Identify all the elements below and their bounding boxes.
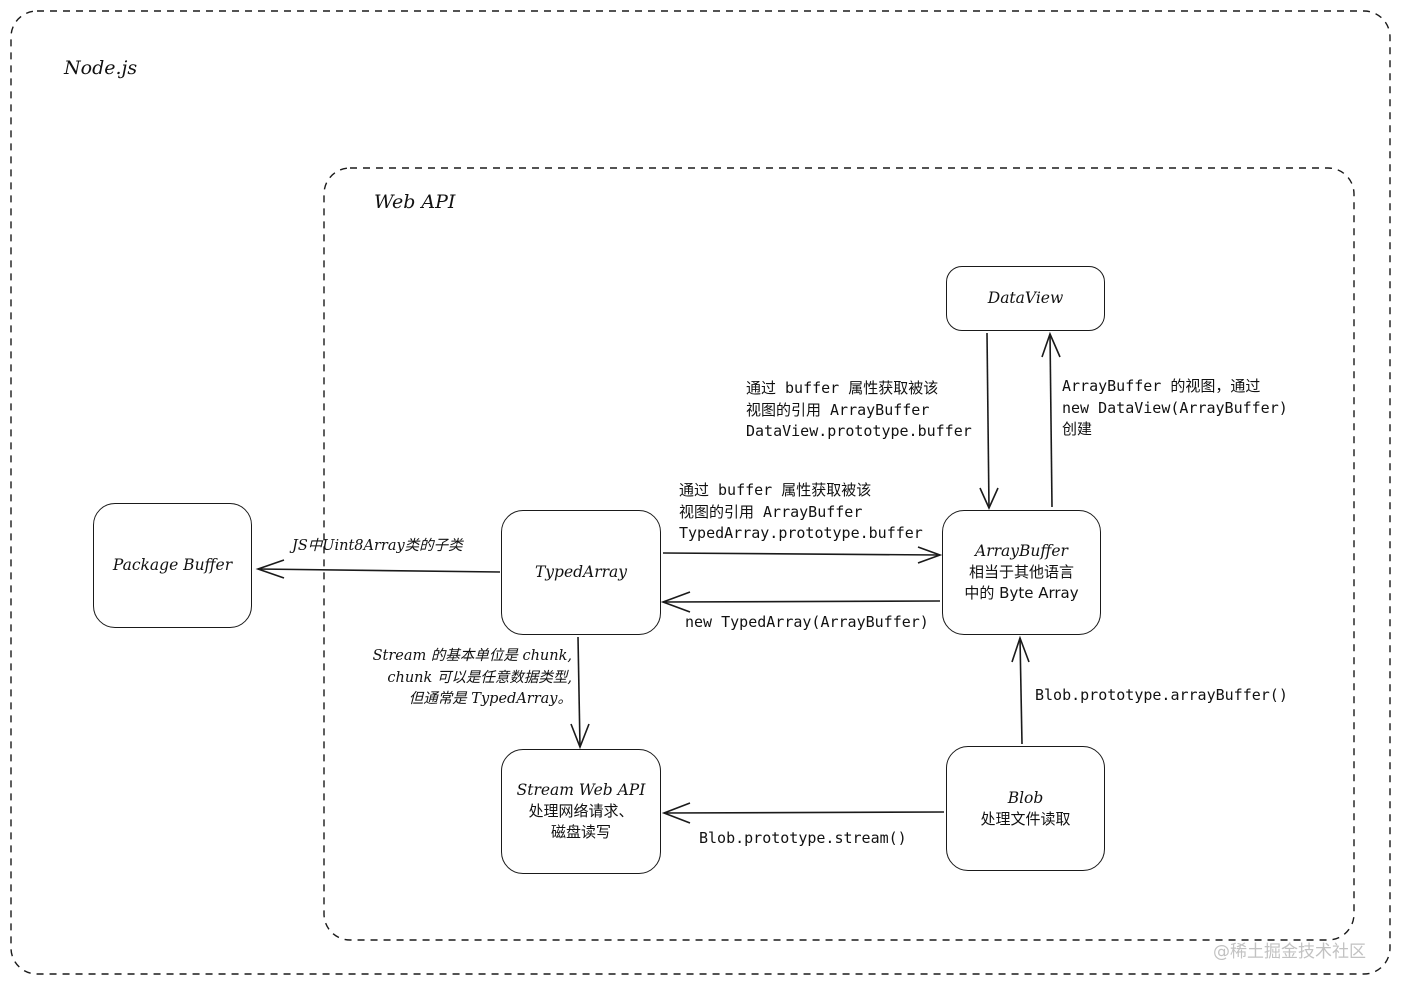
edge-label-uint8-subclass-line-1: JS中Uint8Array类的子类 — [292, 538, 463, 554]
dataview-node: DataView — [946, 266, 1105, 331]
stream-web-api-desc-line-2: 磁盘读写 — [550, 823, 611, 841]
edge-label-dataview-buffer-line-1: 通过 buffer 属性获取被该 — [746, 379, 939, 397]
edge-label-typedarray-buffer-line-1: 通过 buffer 属性获取被该 — [679, 481, 872, 499]
edge-label-stream-chunk-line-3: 但通常是 TypedArray。 — [408, 691, 572, 707]
edge-label-dataview-buffer-line-3: DataView.prototype.buffer — [746, 422, 972, 440]
edge-label-new-dataview-line-2: new DataView(ArrayBuffer) — [1062, 398, 1288, 417]
edge-label-new-dataview-line-1: ArrayBuffer 的视图，通过 — [1062, 377, 1261, 395]
edge-label-new-typedarray: new TypedArray(ArrayBuffer) — [685, 612, 929, 634]
dataview-label: DataView — [987, 289, 1064, 307]
edge-label-uint8-subclass: JS中Uint8Array类的子类 — [292, 536, 463, 558]
edge-label-new-dataview-line-3: 创建 — [1062, 420, 1093, 438]
edge-label-blob-arraybuffer: Blob.prototype.arrayBuffer() — [1035, 685, 1288, 707]
stream-web-api-label: Stream Web API — [516, 781, 646, 799]
package-buffer-label: Package Buffer — [112, 556, 233, 574]
edge-label-typedarray-buffer-line-3: TypedArray.prototype.buffer — [679, 524, 923, 542]
blob-label: Blob — [1007, 788, 1044, 807]
edge-label-dataview-buffer: 通过 buffer 属性获取被该 视图的引用 ArrayBuffer DataV… — [746, 378, 972, 443]
package-buffer-node: Package Buffer — [93, 503, 252, 628]
nodejs-frame — [10, 10, 1391, 975]
arraybuffer-desc-line-2: 中的 Byte Array — [964, 584, 1079, 602]
webapi-frame — [323, 167, 1355, 941]
arrow-blob-to-arraybuffer — [1011, 635, 1030, 745]
edge-label-stream-chunk: Stream 的基本单位是 chunk, chunk 可以是任意数据类型, 但通… — [350, 646, 572, 711]
blob-desc: 处理文件读取 — [980, 809, 1071, 828]
arrow-typedarray-to-packagebuffer — [255, 559, 501, 579]
edge-label-blob-arraybuffer-line-1: Blob.prototype.arrayBuffer() — [1035, 686, 1288, 704]
nodejs-frame-title: Node.js — [64, 57, 138, 79]
arraybuffer-label: ArrayBuffer — [975, 542, 1068, 560]
blob-node: Blob 处理文件读取 — [946, 746, 1105, 871]
typedarray-node: TypedArray — [501, 510, 661, 635]
edge-label-blob-stream-line-1: Blob.prototype.stream() — [699, 829, 907, 847]
arrow-blob-to-stream — [661, 802, 945, 824]
webapi-frame-title: Web API — [374, 191, 456, 213]
edge-label-typedarray-buffer-line-2: 视图的引用 ArrayBuffer — [679, 502, 863, 521]
arrow-arraybuffer-to-typedarray — [660, 591, 941, 613]
edge-label-stream-chunk-line-1: Stream 的基本单位是 chunk, — [372, 648, 572, 664]
edge-label-blob-stream: Blob.prototype.stream() — [699, 828, 907, 850]
arrow-dataview-to-arraybuffer — [979, 332, 999, 510]
edge-label-new-dataview: ArrayBuffer 的视图，通过 new DataView(ArrayBuf… — [1062, 376, 1288, 441]
edge-label-new-typedarray-line-1: new TypedArray(ArrayBuffer) — [685, 613, 929, 631]
typedarray-label: TypedArray — [534, 563, 628, 581]
stream-web-api-desc-line-1: 处理网络请求、 — [528, 802, 634, 820]
edge-label-dataview-buffer-line-2: 视图的引用 ArrayBuffer — [746, 400, 930, 419]
arrow-arraybuffer-to-dataview — [1041, 331, 1061, 508]
edge-label-typedarray-buffer: 通过 buffer 属性获取被该 视图的引用 ArrayBuffer Typed… — [679, 480, 923, 545]
arrow-typedarray-to-stream — [570, 636, 590, 750]
stream-web-api-node: Stream Web API 处理网络请求、 磁盘读写 — [501, 749, 661, 874]
arrow-typedarray-to-arraybuffer — [662, 546, 943, 564]
arraybuffer-node: ArrayBuffer 相当于其他语言 中的 Byte Array — [942, 510, 1101, 635]
arraybuffer-desc-line-1: 相当于其他语言 — [968, 563, 1074, 581]
edge-label-stream-chunk-line-2: chunk 可以是任意数据类型, — [387, 669, 572, 686]
watermark-text: @稀土掘金技术社区 — [1213, 942, 1366, 962]
